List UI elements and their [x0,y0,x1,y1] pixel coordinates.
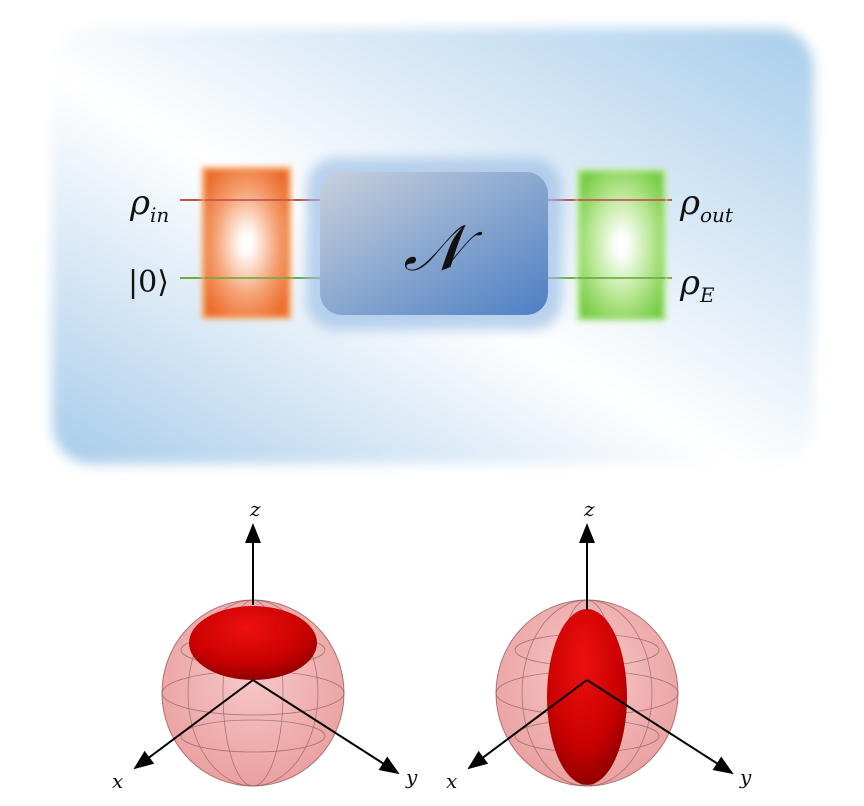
channel-box [320,172,548,315]
y-axis [252,679,400,775]
y-label: y [405,765,418,789]
input-state-label: ρin [129,183,169,227]
z-label: z [249,497,261,521]
inner-ellipsoid-oblate [189,606,317,680]
environment-state-label: ρE [679,263,715,307]
ancilla-state-label: |0⟩ [128,265,169,300]
z-label: z [583,497,595,521]
bloch-sphere-right: z x y [446,497,752,793]
encoding-box [201,166,292,320]
inner-ellipsoid-prolate [547,609,627,785]
y-axis [586,679,734,775]
decoding-box [576,168,667,322]
output-state-label: ρout [679,183,734,227]
x-label: x [112,769,123,793]
x-axis [467,679,588,770]
x-axis [133,679,254,770]
bloch-sphere-left: z x y [112,497,418,793]
y-label: y [739,765,752,789]
x-label: x [446,769,457,793]
